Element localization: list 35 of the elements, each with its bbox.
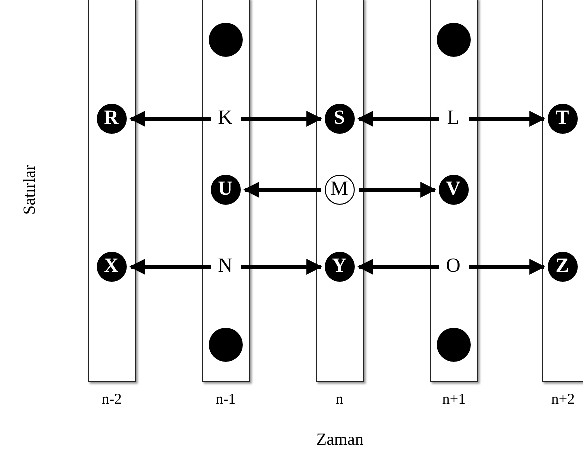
column-label: n+2 — [552, 392, 575, 409]
filled-circle — [208, 22, 242, 56]
arrow — [243, 182, 321, 198]
letter-circle: S — [324, 104, 354, 134]
axis-label: Zaman — [316, 430, 364, 450]
column-bar — [88, 0, 136, 382]
letter-circle: X — [96, 252, 126, 282]
arrow — [129, 259, 211, 275]
axis-label: Satırlar — [20, 164, 40, 216]
column-bar — [430, 0, 478, 382]
arrow — [469, 111, 546, 127]
arrow — [359, 182, 437, 198]
letter-circle: R — [96, 104, 126, 134]
column-bar — [316, 0, 364, 382]
letter-circle: T — [548, 104, 578, 134]
arrow — [357, 259, 439, 275]
arrow — [357, 111, 439, 127]
letter-circle: Y — [324, 252, 354, 282]
column-label: n-1 — [216, 392, 236, 409]
column-bar — [542, 0, 583, 382]
arrow — [241, 111, 323, 127]
filled-circle — [436, 328, 470, 362]
column-label: n-2 — [102, 392, 122, 409]
column-label: n — [336, 392, 344, 409]
arrow — [241, 259, 323, 275]
letter-circle: M — [324, 174, 354, 204]
arrow — [129, 111, 211, 127]
column-label: n+1 — [442, 392, 466, 409]
letter-circle: Z — [548, 252, 578, 282]
filled-circle — [436, 22, 470, 56]
column-bar — [202, 0, 250, 382]
letter-circle: U — [210, 174, 240, 204]
arrow — [469, 259, 546, 275]
letter-circle: V — [438, 174, 468, 204]
filled-circle — [208, 328, 242, 362]
